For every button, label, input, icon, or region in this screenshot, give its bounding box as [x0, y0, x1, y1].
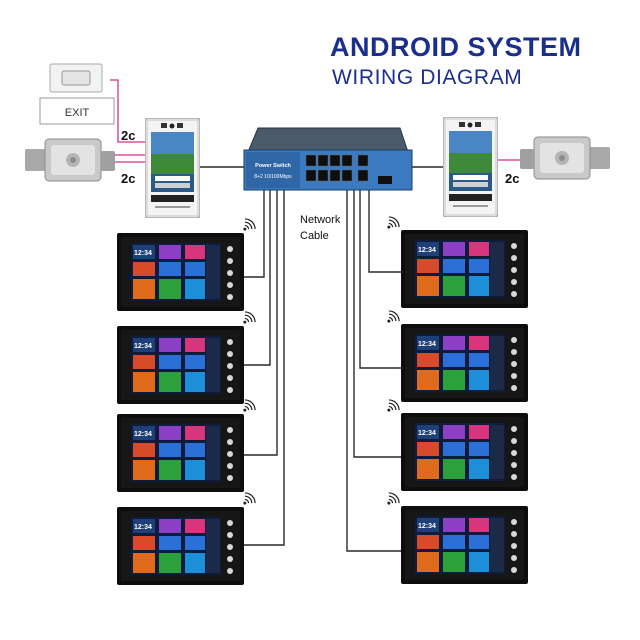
network-switch: Power Switch 8+2 10/100Mbps: [243, 127, 413, 191]
indoor-monitor-right-4: [401, 506, 528, 584]
switch-uplink-port: [357, 154, 369, 167]
switch-name: Power Switch: [255, 163, 291, 169]
network-cable-left-2: [236, 188, 271, 366]
wifi-icon: [243, 218, 256, 231]
switch-port: [305, 154, 317, 167]
exit-button: EXIT: [39, 63, 115, 125]
diagram-subtitle: WIRING DIAGRAM: [332, 66, 523, 89]
indoor-monitor-right-2: [401, 324, 528, 402]
wifi-icon: [387, 216, 400, 229]
indoor-monitor-left-2: [117, 326, 244, 404]
switch-port: [329, 154, 341, 167]
switch-spec: 8+2 10/100Mbps: [254, 174, 292, 180]
indoor-monitor-right-3: [401, 413, 528, 491]
network-cable-right-2: [359, 188, 404, 369]
indoor-monitor-left-1: [117, 233, 244, 311]
network-cable-right-4: [346, 188, 404, 552]
wire-label-right: 2c: [505, 171, 520, 186]
indoor-monitor-left-4: [117, 507, 244, 585]
exit-push-pad: [61, 70, 91, 86]
switch-uplink-port: [357, 169, 369, 182]
wifi-icon: [387, 310, 400, 323]
wifi-icon: [243, 311, 256, 324]
network-cable-label-line1: Network: [300, 214, 341, 226]
network-cable-left-4: [236, 188, 285, 546]
network-cables: [196, 166, 443, 552]
switch-label-panel: [246, 152, 300, 188]
switch-port: [329, 169, 341, 182]
wifi-icon: [243, 492, 256, 505]
switch-top: [247, 127, 409, 153]
electric-lock-right: [520, 136, 610, 180]
switch-power-port: [378, 176, 392, 184]
network-cable-label-line2: Cable: [300, 230, 329, 242]
exit-label-box: [39, 97, 115, 125]
wifi-icon: [387, 399, 400, 412]
network-cable-right-1: [368, 188, 404, 273]
indoor-monitor-right-1: [401, 230, 528, 308]
network-cable-left-1: [236, 188, 265, 278]
devices: EXIT Power Switch 8+2 10/100Mbps: [25, 63, 610, 585]
outdoor-station-left: [145, 118, 200, 218]
network-cable-left-3: [236, 188, 278, 456]
wifi-icon: [243, 399, 256, 412]
wire-exit-button: [110, 79, 148, 143]
network-cable-right-3: [353, 188, 404, 458]
switch-port: [317, 154, 329, 167]
switch-port: [341, 154, 353, 167]
network-cable-label: Network Cable: [300, 212, 340, 244]
wire-label-left-bottom: 2c: [121, 171, 136, 186]
outdoor-station-right: [443, 117, 498, 217]
indoor-monitor-left-3: [117, 414, 244, 492]
diagram-title: ANDROID SYSTEM: [330, 32, 582, 62]
wifi-icon: [387, 492, 400, 505]
switch-port: [341, 169, 353, 182]
electric-lock-left: [25, 138, 115, 182]
exit-label: EXIT: [65, 107, 90, 119]
switch-port: [317, 169, 329, 182]
switch-port: [305, 169, 317, 182]
wire-label-left-top: 2c: [121, 128, 136, 143]
